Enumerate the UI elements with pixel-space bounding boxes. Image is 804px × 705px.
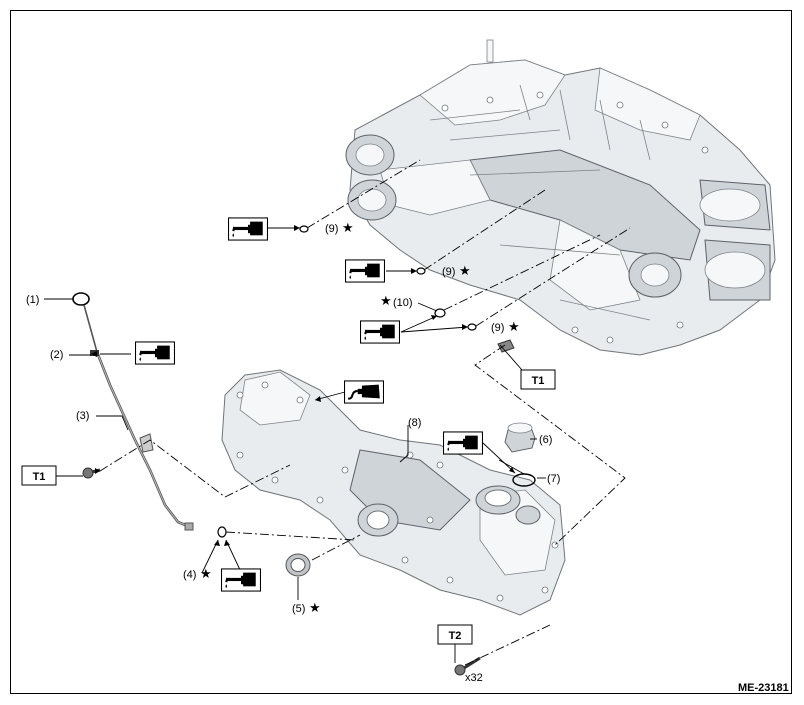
front-oil-seal — [285, 553, 311, 577]
oil-level-gauge — [72, 292, 194, 531]
label-part-2: (2) — [50, 349, 63, 361]
leader-lines — [44, 227, 546, 600]
label-part-9: (9) — [442, 266, 455, 278]
o-ring-9c — [467, 323, 477, 331]
label-part-3: (3) — [76, 410, 89, 422]
arrowheads — [91, 225, 515, 546]
cam-sprocket-right — [628, 252, 682, 298]
o-ring-9b — [416, 267, 426, 275]
label-part-1: (1) — [26, 294, 39, 306]
torque-box-t2: T2 — [437, 624, 473, 663]
o-ring-4 — [217, 526, 227, 538]
cam-sprocket-left — [345, 134, 397, 221]
oil-can-icon — [345, 259, 385, 283]
label-part-10: (10) — [393, 297, 413, 309]
svg-text:T1: T1 — [33, 471, 46, 483]
label-part-5: (5) — [292, 603, 305, 615]
star-icon: ★ — [309, 601, 321, 616]
bolt-t1-head — [497, 339, 515, 353]
oil-can-icon — [360, 320, 400, 344]
star-icon: ★ — [200, 567, 212, 582]
figure-id: ME-23181 — [738, 682, 789, 694]
torque-box-t1-left: T1 — [21, 465, 83, 486]
oil-can-icon — [135, 341, 175, 365]
oil-can-icon — [228, 217, 268, 241]
star-icon: ★ — [459, 264, 471, 279]
label-part-8: (8) — [408, 417, 421, 429]
star-icon: ★ — [342, 221, 354, 236]
o-ring-9a — [299, 225, 309, 233]
label-part-7: (7) — [547, 473, 560, 485]
oil-filler-cap — [504, 422, 536, 453]
label-part-9: (9) — [491, 322, 504, 334]
oil-can-icon — [443, 431, 483, 455]
star-icon: ★ — [508, 320, 520, 335]
oil-can-icon — [221, 568, 261, 592]
o-ring-10 — [434, 308, 446, 318]
torque-box-t1-top: T1 — [520, 369, 556, 390]
star-icon: ★ — [380, 294, 392, 309]
engine-block — [345, 39, 776, 356]
label-part-6: (6) — [539, 434, 552, 446]
assembly-lines — [99, 159, 631, 666]
timing-chain-cover — [221, 369, 566, 616]
svg-text:T1: T1 — [532, 375, 545, 387]
label-part-4: (4) — [183, 569, 196, 581]
svg-text:T2: T2 — [449, 630, 462, 642]
diagram-frame — [10, 10, 792, 694]
label-part-9: (9) — [325, 223, 338, 235]
sealant-tube-icon — [344, 380, 384, 404]
bolt-quantity: x32 — [465, 672, 483, 684]
